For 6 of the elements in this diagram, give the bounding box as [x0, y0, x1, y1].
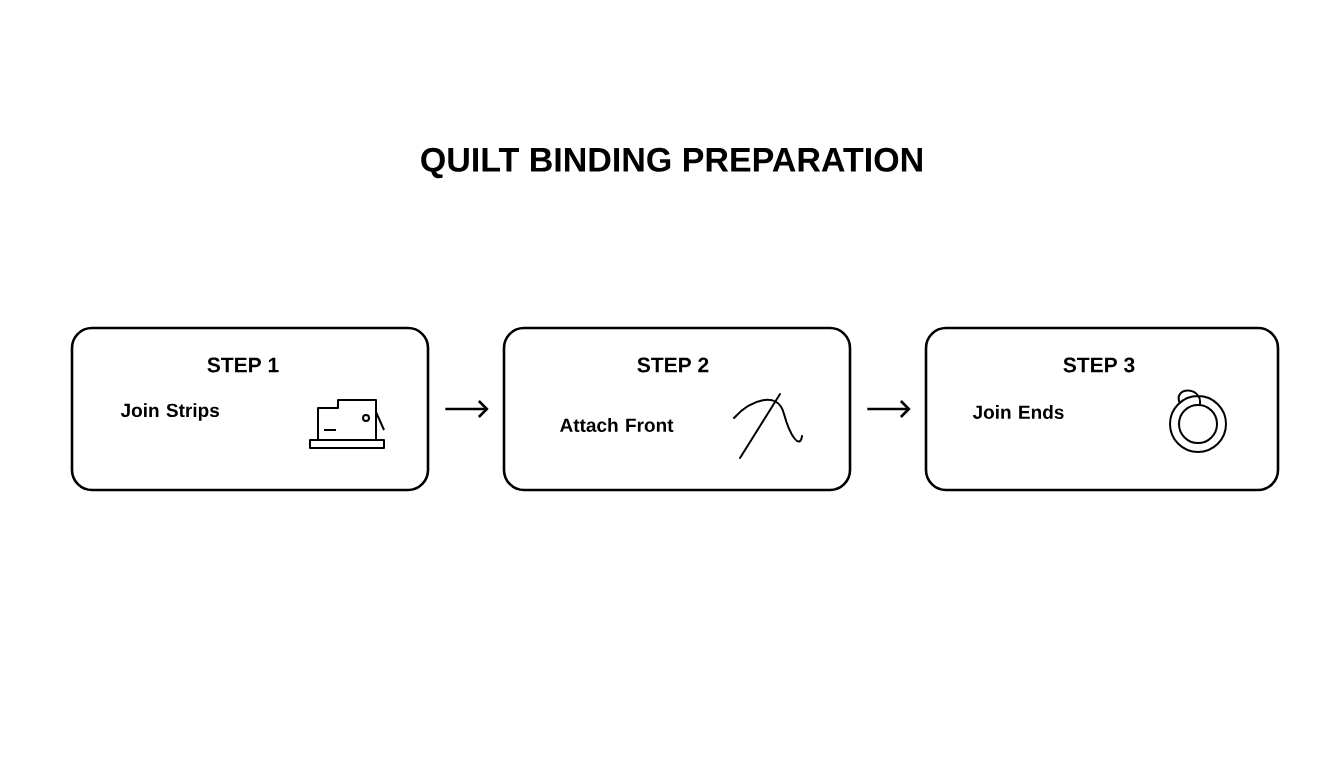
step-box: STEP 1 Join Strips [70, 326, 430, 492]
arrow [445, 400, 489, 418]
title: QUILT BINDING PREPARATION [421, 147, 922, 179]
step-box: STEP 2 Attach Front [502, 326, 852, 492]
arrow [867, 400, 911, 418]
step-box: STEP 3 Join Ends [924, 326, 1280, 492]
